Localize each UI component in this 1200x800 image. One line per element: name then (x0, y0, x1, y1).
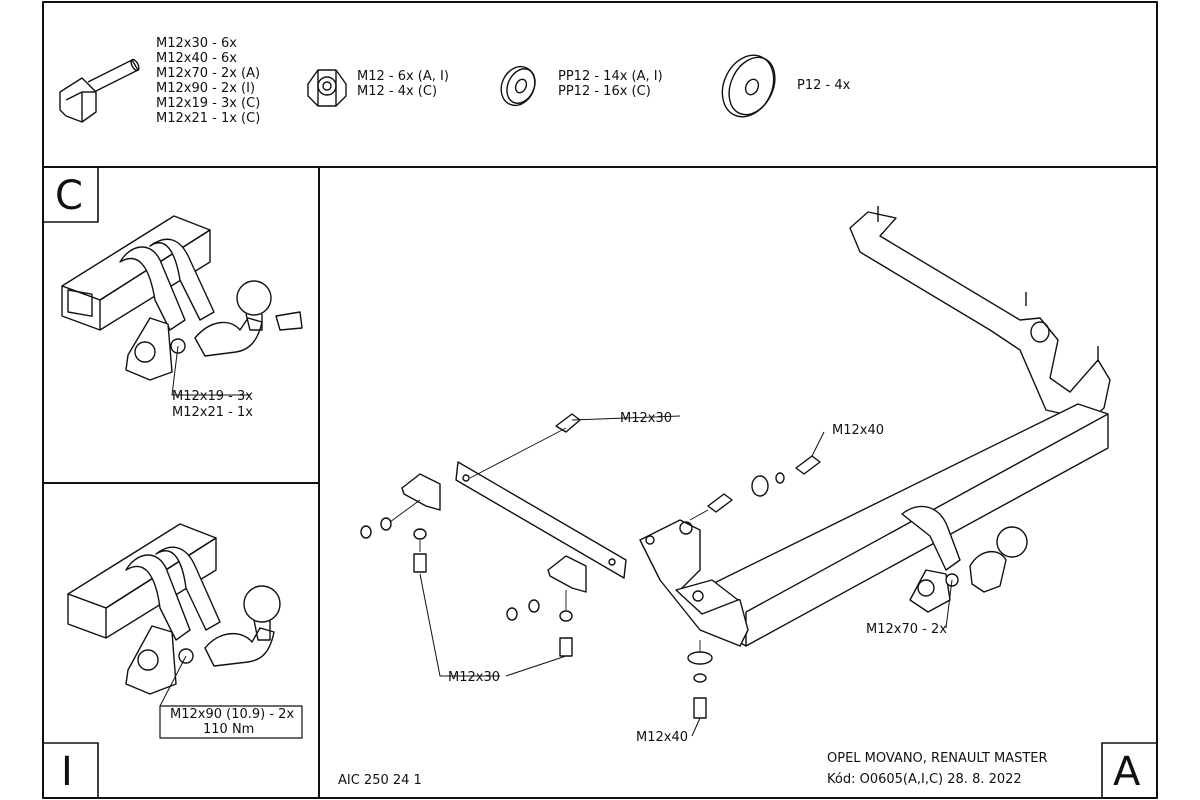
panel-i-assembly (67, 523, 281, 695)
legend-washer-p-1: P12 - 4x (797, 78, 851, 93)
panel-i-label-2: 110 Nm (203, 722, 255, 737)
panel-c-label-1: M12x19 - 3x (172, 389, 253, 404)
legend-bolt-5: M12x19 - 3x (C) (156, 96, 261, 111)
legend-nut-2: M12 - 4x (C) (357, 84, 438, 99)
label-m12x30-bottom: M12x30 (448, 670, 500, 685)
kod-date: Kód: O0605(A,I,C) 28. 8. 2022 (827, 772, 1022, 787)
torque-box (159, 705, 303, 739)
legend-nut-1: M12 - 6x (A, I) (357, 69, 449, 84)
legend-bolt-1: M12x30 - 6x (156, 36, 237, 51)
nut-icon (307, 69, 347, 107)
drawing-code: AIC 250 24 1 (338, 773, 422, 788)
panel-i-letter: I (61, 749, 73, 795)
label-m12x40-top: M12x40 (832, 423, 884, 438)
panel-a-letter-box (1101, 742, 1158, 799)
legend-bolt-3: M12x70 - 2x (A) (156, 66, 261, 81)
bolt-icon (59, 58, 140, 123)
panel-c-assembly (61, 215, 303, 381)
panel-a-letter: A (1113, 749, 1141, 795)
drawing-frame (42, 1, 1158, 799)
legend-washer-pp-2: PP12 - 16x (C) (558, 84, 651, 99)
label-m12x40-bottom: M12x40 (636, 730, 688, 745)
label-m12x30-top: M12x30 (620, 411, 672, 426)
panel-c-label-2: M12x21 - 1x (172, 405, 253, 420)
legend-bolt-2: M12x40 - 6x (156, 51, 237, 66)
panel-i-label-1: M12x90 (10.9) - 2x (170, 707, 295, 722)
legend-washer-pp-1: PP12 - 14x (A, I) (558, 69, 663, 84)
washer-large-icon (721, 54, 776, 118)
panel-c-letter-box (42, 166, 99, 223)
label-m12x70: M12x70 - 2x (866, 622, 947, 637)
washer-small-icon (500, 65, 536, 107)
panel-i-letter-box (42, 742, 99, 799)
legend-bolt-6: M12x21 - 1x (C) (156, 111, 261, 126)
panel-a-assembly (360, 206, 1111, 737)
panel-c-letter: C (55, 173, 83, 219)
vehicle-title: OPEL MOVANO, RENAULT MASTER (827, 751, 1048, 766)
legend-bolt-4: M12x90 - 2x (I) (156, 81, 256, 96)
